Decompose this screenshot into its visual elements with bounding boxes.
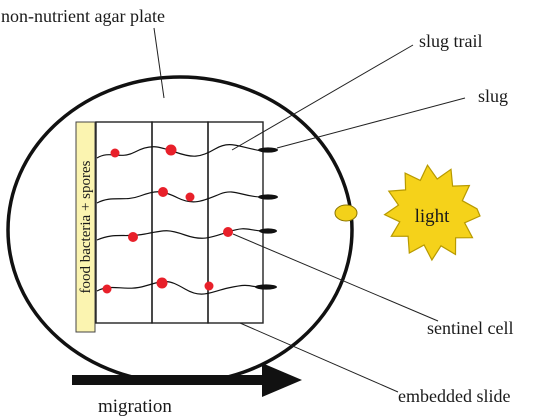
agar-plate bbox=[6, 75, 354, 385]
embedded-slide-leader bbox=[239, 322, 399, 393]
sentinel-cell bbox=[102, 284, 112, 294]
plate-label: non-nutrient agar plate bbox=[1, 6, 165, 26]
sentinel-cell bbox=[165, 144, 177, 156]
slug-trail-leader bbox=[231, 44, 414, 151]
slug bbox=[259, 228, 277, 234]
slug bbox=[255, 284, 277, 290]
food-label: food bacteria + spores bbox=[78, 160, 94, 293]
light-label: light bbox=[415, 206, 451, 227]
sentinel-cell-leader bbox=[232, 233, 439, 322]
migration-arrow-shaft bbox=[72, 375, 266, 385]
sentinel-cell bbox=[223, 227, 233, 237]
food-bacteria-box bbox=[75, 121, 96, 333]
embedded-slide-label: embedded slide bbox=[398, 386, 510, 406]
slug bbox=[258, 147, 278, 153]
slug-leader bbox=[276, 97, 466, 149]
sentinel-cell bbox=[158, 187, 168, 197]
arrow-right-icon bbox=[262, 363, 302, 397]
sun-icon bbox=[383, 164, 481, 262]
light-spot bbox=[334, 204, 358, 222]
slug-trail bbox=[96, 191, 263, 204]
slug-label: slug bbox=[478, 86, 508, 106]
slug-trail bbox=[96, 280, 263, 295]
sentinel-cell bbox=[204, 281, 214, 291]
migration-label: migration bbox=[98, 396, 172, 417]
embedded-slide bbox=[95, 121, 264, 324]
plate-leader bbox=[153, 27, 165, 99]
sentinel-cell-label: sentinel cell bbox=[427, 318, 513, 338]
sentinel-cell bbox=[156, 277, 168, 289]
slug-trail bbox=[96, 228, 263, 241]
slug bbox=[258, 194, 278, 200]
sentinel-cell bbox=[128, 232, 138, 242]
sentinel-cell bbox=[110, 148, 120, 158]
sentinel-cell bbox=[185, 192, 195, 202]
slug-trail-label: slug trail bbox=[419, 31, 483, 51]
